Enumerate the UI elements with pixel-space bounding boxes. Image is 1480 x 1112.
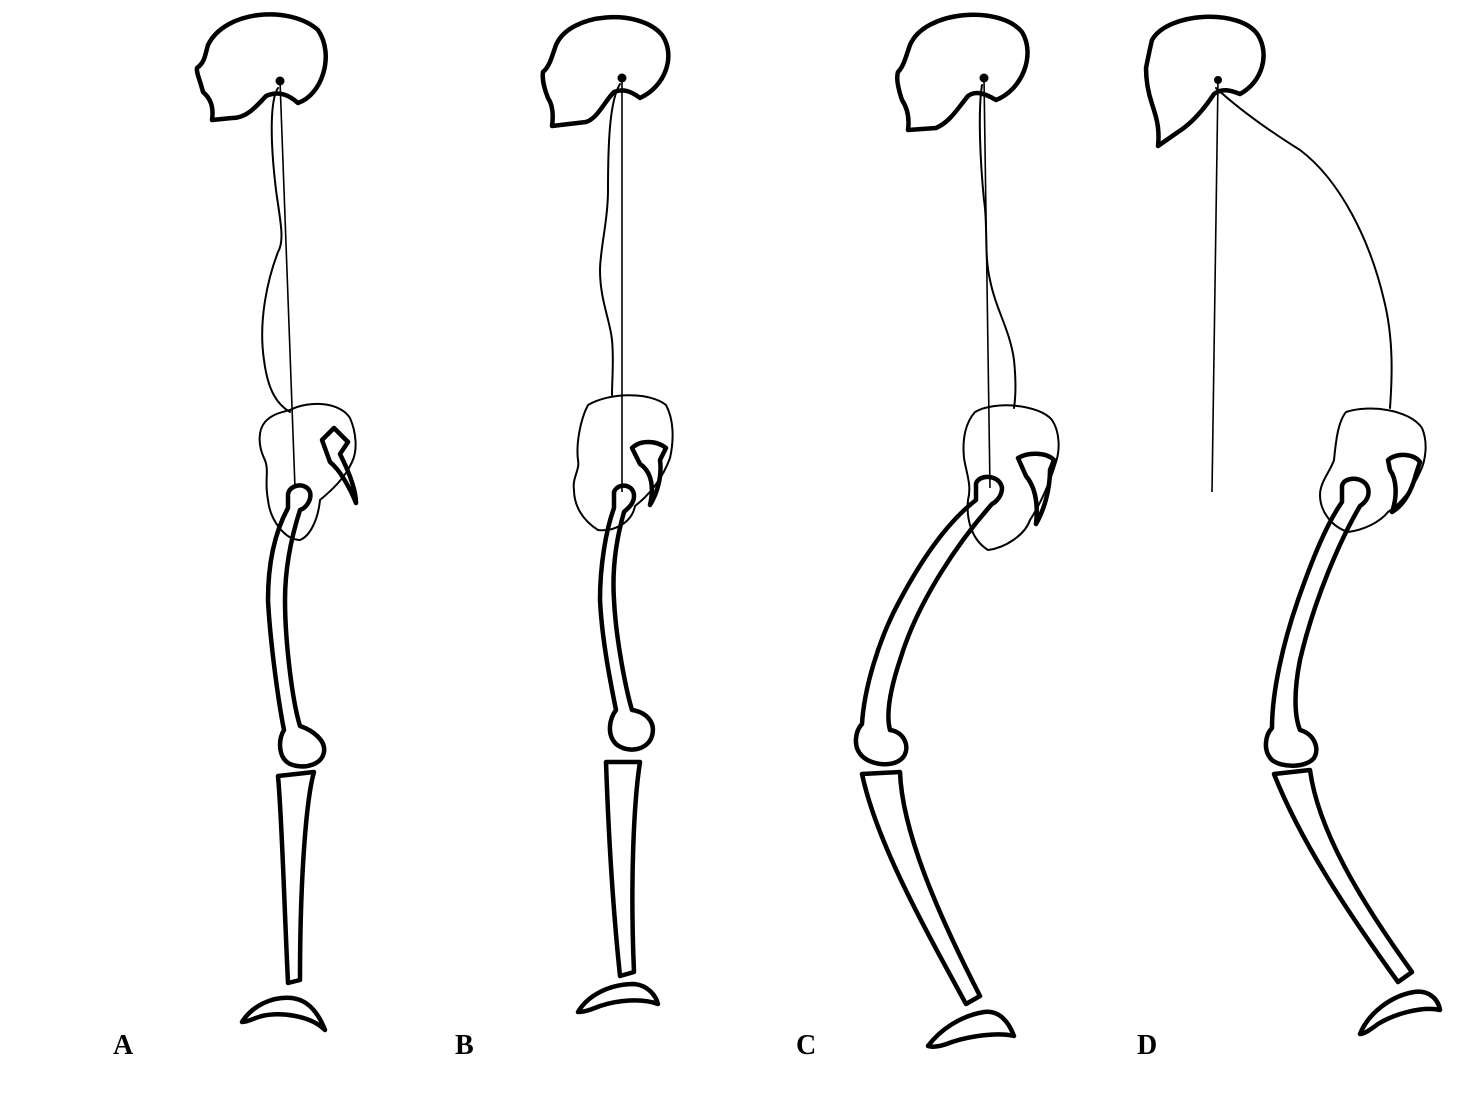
pelvis-a (258, 402, 357, 542)
pelvis-notch-b (629, 439, 669, 508)
skull-c (894, 12, 1030, 133)
pelvis-notch-a (319, 425, 359, 506)
foot-d (1357, 989, 1443, 1037)
plumb-line-c (983, 77, 991, 489)
pelvis-b (572, 394, 674, 532)
figure-b (540, 15, 674, 1015)
pelvis-d (1318, 407, 1427, 534)
skull-b (540, 15, 671, 129)
spine-a (261, 87, 291, 413)
figure-label-a: A (113, 1030, 134, 1061)
tibia-d (1271, 767, 1415, 985)
tibia-a (275, 769, 317, 986)
skull-a (194, 12, 328, 123)
femur-c (853, 474, 1005, 767)
figure-label-d: D (1137, 1030, 1158, 1061)
spine-d (1215, 87, 1393, 409)
foot-b (575, 981, 661, 1015)
femur-b (597, 483, 656, 752)
femur-d (1263, 476, 1371, 768)
foot-c (925, 1009, 1017, 1050)
foot-a (239, 995, 328, 1033)
figure-a (194, 12, 359, 1033)
pelvis-notch-d (1385, 452, 1423, 515)
figure-label-b: B (455, 1030, 474, 1061)
spine-c (978, 84, 1017, 409)
spine-b (598, 83, 621, 396)
femur-a (265, 483, 327, 769)
figure-c (853, 12, 1060, 1050)
figure-d (1143, 14, 1443, 1037)
pelvis-notch-c (1015, 451, 1057, 527)
tibia-c (859, 769, 983, 1007)
pelvis-c (962, 404, 1060, 552)
figure-label-c: C (796, 1030, 817, 1061)
tibia-b (603, 759, 643, 979)
plumb-line-d (1211, 79, 1219, 493)
skull-d (1143, 14, 1266, 149)
plumb-line-a (279, 80, 296, 489)
